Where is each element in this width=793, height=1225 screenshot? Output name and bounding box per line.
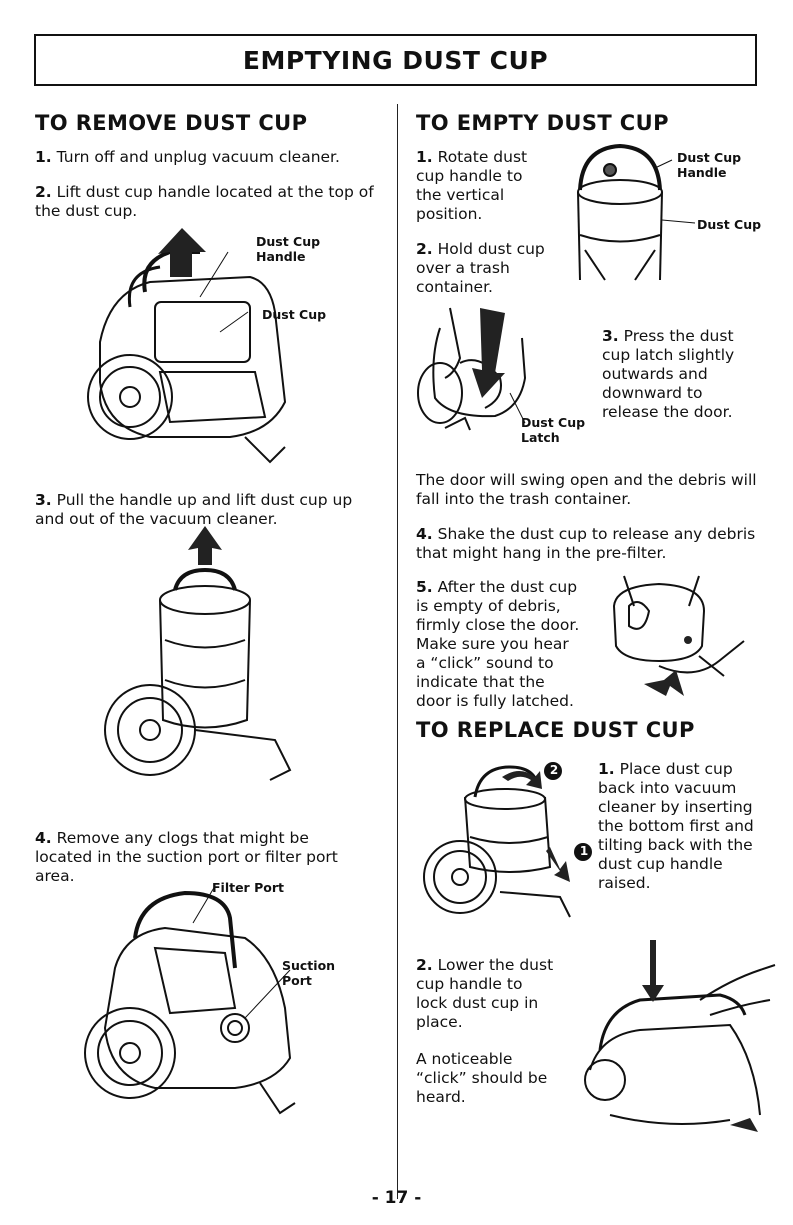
step-text: Shake the dust cup to release any debris… xyxy=(416,525,756,562)
vacuum-ports-illustration xyxy=(84,885,296,1115)
door-swing-text: The door will swing open and the debris … xyxy=(416,471,757,508)
text-line: Rotate dust xyxy=(437,148,528,166)
label-dust-cup-handle: Dust Cup Handle xyxy=(256,234,320,264)
empty-step-4: 4. Shake the dust cup to release any deb… xyxy=(416,525,766,563)
step-number: 1. xyxy=(598,760,615,778)
label-dust-cup: Dust Cup xyxy=(697,217,762,232)
text-line: “click” should be xyxy=(416,1069,548,1087)
text-line: downward to xyxy=(602,384,703,402)
text-line: container. xyxy=(416,278,493,296)
remove-step-4: 4. Remove any clogs that might be locate… xyxy=(35,829,370,886)
text-line: cup latch slightly xyxy=(602,346,735,364)
text-line: release the door. xyxy=(602,403,733,421)
heading-empty-dust-cup: TO EMPTY DUST CUP xyxy=(416,111,669,135)
label-line: Handle xyxy=(677,165,727,180)
replace-step-2: 2. Lower the dust cup handle to lock dus… xyxy=(416,956,553,1032)
step-text: Pull the handle up and lift dust cup up … xyxy=(35,491,353,528)
label-line: Port xyxy=(282,973,312,988)
text-line: back into vacuum xyxy=(598,779,737,797)
step-number: 1. xyxy=(35,148,52,166)
text-line: the vertical xyxy=(416,186,505,204)
text-line: dust cup handle xyxy=(598,855,723,873)
remove-step-2: 2. Lift dust cup handle located at the t… xyxy=(35,183,375,221)
step-number: 2. xyxy=(416,240,433,258)
close-door-illustration xyxy=(612,575,745,696)
step-number: 2. xyxy=(35,183,52,201)
label-line: Dust Cup xyxy=(256,234,321,249)
step-number: 5. xyxy=(416,578,433,596)
text-line: cup handle to xyxy=(416,975,523,993)
label-line: Suction xyxy=(282,958,336,973)
text-line: Make sure you hear xyxy=(416,635,569,653)
text-line: lock dust cup in xyxy=(416,994,539,1012)
label-line: Dust Cup xyxy=(677,150,742,165)
text-line: Press the dust xyxy=(623,327,734,345)
text-line: A noticeable xyxy=(416,1050,513,1068)
text-line: is empty of debris, xyxy=(416,597,561,615)
text-line: the bottom first and xyxy=(598,817,754,835)
remove-step-3: 3. Pull the handle up and lift dust cup … xyxy=(35,491,380,529)
empty-step-1: 1. Rotate dust cup handle to the vertica… xyxy=(416,148,527,224)
step-text: Turn off and unplug vacuum cleaner. xyxy=(56,148,340,166)
step-number: 2. xyxy=(416,956,433,974)
dust-cup-latch-illustration xyxy=(417,307,527,431)
text-line: cleaner by inserting xyxy=(598,798,753,816)
step-text: Remove any clogs that might be located i… xyxy=(35,829,338,885)
heading-replace-dust-cup: TO REPLACE DUST CUP xyxy=(416,718,695,742)
label-line: Handle xyxy=(256,249,306,264)
step-text: Lift dust cup handle located at the top … xyxy=(35,183,374,220)
label-line: Dust Cup xyxy=(521,415,586,430)
text-line: After the dust cup xyxy=(437,578,578,596)
text-line: position. xyxy=(416,205,483,223)
step-number: 1. xyxy=(416,148,433,166)
label-dust-cup-handle: Dust Cup Handle xyxy=(677,150,741,180)
text-line: firmly close the door. xyxy=(416,616,580,634)
label-filter-port: Filter Port xyxy=(212,880,284,895)
label-dust-cup: Dust Cup xyxy=(262,307,327,322)
page-banner-title: EMPTYING DUST CUP xyxy=(34,34,757,86)
text-line: a “click” sound to xyxy=(416,654,554,672)
text-line: indicate that the xyxy=(416,673,545,691)
page-number: - 17 - xyxy=(371,1188,422,1208)
text-line: outwards and xyxy=(602,365,708,383)
text-line: Lower the dust xyxy=(437,956,554,974)
step-number: 4. xyxy=(35,829,52,847)
label-suction-port: Suction Port xyxy=(282,958,335,988)
text-line: place. xyxy=(416,1013,463,1031)
label-dust-cup-latch: Dust Cup Latch xyxy=(521,415,585,445)
empty-step-5: 5. After the dust cup is empty of debris… xyxy=(416,578,579,711)
column-divider xyxy=(397,104,398,1199)
step-number: 3. xyxy=(35,491,52,509)
vacuum-lift-cup-out-illustration xyxy=(104,526,292,781)
empty-step-3: 3. Press the dust cup latch slightly out… xyxy=(602,327,734,422)
text-line: Place dust cup xyxy=(619,760,733,778)
text-line: tilting back with the xyxy=(598,836,753,854)
text-line: over a trash xyxy=(416,259,510,277)
text-line: raised. xyxy=(598,874,651,892)
dust-cup-vertical-illustration xyxy=(577,143,696,281)
text-line: door is fully latched. xyxy=(416,692,574,710)
remove-step-1: 1. Turn off and unplug vacuum cleaner. xyxy=(35,148,375,167)
vacuum-handle-lift-illustration xyxy=(87,228,287,464)
heading-remove-dust-cup: TO REMOVE DUST CUP xyxy=(35,111,308,135)
replace-step-1: 1. Place dust cup back into vacuum clean… xyxy=(598,760,754,893)
step-badge-1: 1 xyxy=(579,844,589,858)
empty-step-2: 2. Hold dust cup over a trash container. xyxy=(416,240,545,297)
step-number: 4. xyxy=(416,525,433,543)
lower-handle-illustration xyxy=(584,940,776,1132)
step-badge-2: 2 xyxy=(549,763,559,777)
step-number: 3. xyxy=(602,327,619,345)
text-line: Hold dust cup xyxy=(437,240,545,258)
label-line: Latch xyxy=(521,430,560,445)
replace-dust-cup-illustration xyxy=(423,762,592,918)
click-note: A noticeable “click” should be heard. xyxy=(416,1050,547,1107)
text-line: heard. xyxy=(416,1088,466,1106)
text-line: cup handle to xyxy=(416,167,523,185)
